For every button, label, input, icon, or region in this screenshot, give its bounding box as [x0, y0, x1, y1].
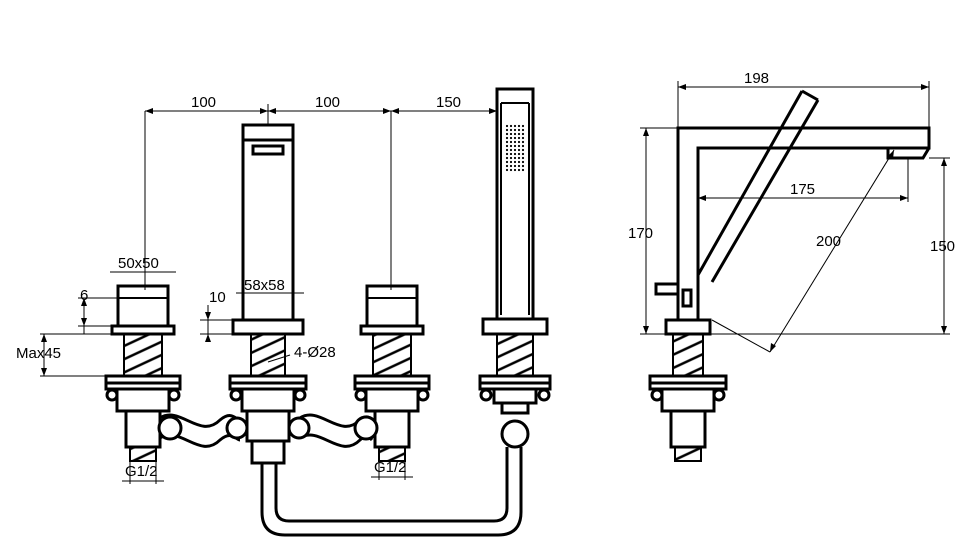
nozzle-hole [505, 128, 509, 132]
dim-200: 200 [816, 233, 841, 250]
nozzle-hole [517, 140, 521, 144]
nozzle-hole [513, 128, 517, 132]
dim-198: 198 [744, 70, 769, 87]
center-spout [228, 123, 308, 465]
dim-100-left: 100 [191, 94, 216, 111]
nozzle-hole [509, 132, 513, 136]
nozzle-hole [513, 136, 517, 140]
dim-100-right: 100 [315, 94, 340, 111]
nozzle-hole [509, 124, 513, 128]
nozzle-hole [509, 140, 513, 144]
nozzle-hole [521, 128, 525, 132]
nozzle-hole [505, 144, 509, 148]
nozzle-hole [521, 136, 525, 140]
connecting-hoses [157, 413, 523, 537]
nozzle-hole [509, 156, 513, 160]
nozzle-hole [513, 148, 517, 152]
label-10: 10 [209, 289, 226, 306]
label-6: 6 [80, 287, 88, 304]
g12-dimensions [122, 461, 413, 484]
nozzle-hole [513, 144, 517, 148]
nozzle-hole [509, 152, 513, 156]
nozzle-hole [517, 136, 521, 140]
nozzle-hole [505, 168, 509, 172]
nozzle-hole [505, 140, 509, 144]
nozzle-hole [509, 148, 513, 152]
nozzle-hole [513, 132, 517, 136]
nozzle-hole [517, 132, 521, 136]
right-handle-valve [353, 284, 431, 462]
nozzle-hole [513, 156, 517, 160]
label-g12-left: G1/2 [125, 463, 158, 480]
nozzle-hole [513, 168, 517, 172]
hand-shower [478, 87, 552, 449]
nozzle-hole [517, 160, 521, 164]
nozzle-hole [517, 152, 521, 156]
nozzle-hole [517, 164, 521, 168]
nozzle-hole [517, 144, 521, 148]
label-4-d28: 4-Ø28 [294, 344, 336, 361]
nozzle-hole [509, 160, 513, 164]
nozzle-hole [505, 164, 509, 168]
nozzle-hole [509, 144, 513, 148]
side-spout [648, 89, 931, 462]
nozzle-hole [513, 164, 517, 168]
nozzle-hole [521, 148, 525, 152]
nozzle-hole [521, 156, 525, 160]
nozzle-hole [521, 160, 525, 164]
side-dimension-lines [640, 81, 950, 353]
nozzle-hole [521, 168, 525, 172]
nozzle-hole [521, 124, 525, 128]
nozzle-hole [505, 136, 509, 140]
nozzle-hole [513, 140, 517, 144]
nozzle-hole [517, 124, 521, 128]
nozzle-hole [505, 148, 509, 152]
nozzle-hole [521, 152, 525, 156]
nozzle-hole [513, 152, 517, 156]
label-50x50: 50x50 [118, 255, 159, 272]
nozzle-hole [509, 128, 513, 132]
nozzle-hole [517, 168, 521, 172]
nozzle-hole [513, 124, 517, 128]
nozzle-hole [517, 128, 521, 132]
dim-175: 175 [790, 181, 815, 198]
shower-nozzle-dots [505, 124, 525, 172]
nozzle-hole [517, 148, 521, 152]
nozzle-hole [505, 152, 509, 156]
nozzle-hole [521, 144, 525, 148]
nozzle-hole [509, 168, 513, 172]
nozzle-hole [517, 156, 521, 160]
dim-170: 170 [628, 225, 653, 242]
nozzle-hole [521, 164, 525, 168]
nozzle-hole [509, 164, 513, 168]
front-view: 100 100 150 50x50 [16, 87, 552, 537]
nozzle-hole [505, 132, 509, 136]
nozzle-hole [505, 156, 509, 160]
label-58x58: 58x58 [244, 277, 285, 294]
label-max45: Max45 [16, 345, 61, 362]
nozzle-hole [521, 132, 525, 136]
side-view: 198 175 170 200 150 [628, 70, 955, 462]
left-handle-valve [104, 284, 182, 462]
nozzle-hole [521, 140, 525, 144]
dim-150: 150 [436, 94, 461, 111]
nozzle-hole [513, 160, 517, 164]
label-g12-right: G1/2 [374, 459, 407, 476]
nozzle-hole [505, 124, 509, 128]
dim-150-side: 150 [930, 238, 955, 255]
nozzle-hole [505, 160, 509, 164]
top-dimension-chain [144, 104, 497, 290]
nozzle-hole [509, 136, 513, 140]
left-dimensions [40, 297, 291, 377]
